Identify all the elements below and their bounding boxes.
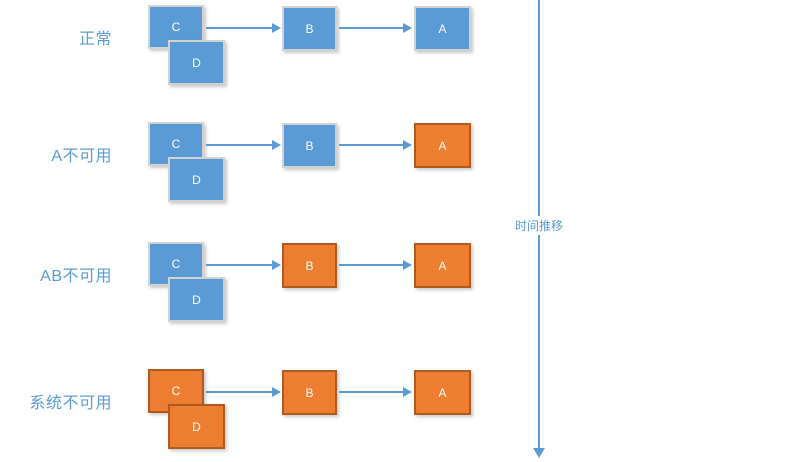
arrow-c-to-b	[206, 140, 281, 150]
arrow-b-to-a	[339, 260, 412, 270]
diagram-row-normal: 正常 C D B A	[0, 5, 790, 95]
arrow-c-to-b	[206, 260, 281, 270]
arrow-c-to-b	[206, 23, 281, 33]
row-label: 系统不可用	[29, 395, 112, 412]
node-a: A	[414, 6, 471, 51]
arrow-c-to-b	[206, 387, 281, 397]
node-d: D	[168, 277, 225, 322]
node-d: D	[168, 157, 225, 202]
diagram-row-a-unavailable: A不可用 C D B A	[0, 122, 790, 212]
row-label: AB不可用	[40, 268, 112, 285]
node-b: B	[282, 243, 337, 288]
row-label: A不可用	[51, 148, 112, 165]
arrow-b-to-a	[339, 23, 412, 33]
node-a: A	[414, 370, 471, 415]
timeline-label: 时间推移	[512, 216, 566, 235]
node-d: D	[168, 404, 225, 449]
node-a: A	[414, 123, 471, 168]
diagram-row-system-unavailable: 系统不可用 C D B A	[0, 369, 790, 459]
diagram-row-ab-unavailable: AB不可用 C D B A	[0, 242, 790, 332]
arrow-b-to-a	[339, 140, 412, 150]
node-b: B	[282, 123, 337, 168]
node-b: B	[282, 370, 337, 415]
node-d: D	[168, 40, 225, 85]
node-b: B	[282, 6, 337, 51]
node-a: A	[414, 243, 471, 288]
row-label: 正常	[78, 31, 112, 48]
timeline-arrowhead-icon	[533, 448, 545, 458]
arrow-b-to-a	[339, 387, 412, 397]
